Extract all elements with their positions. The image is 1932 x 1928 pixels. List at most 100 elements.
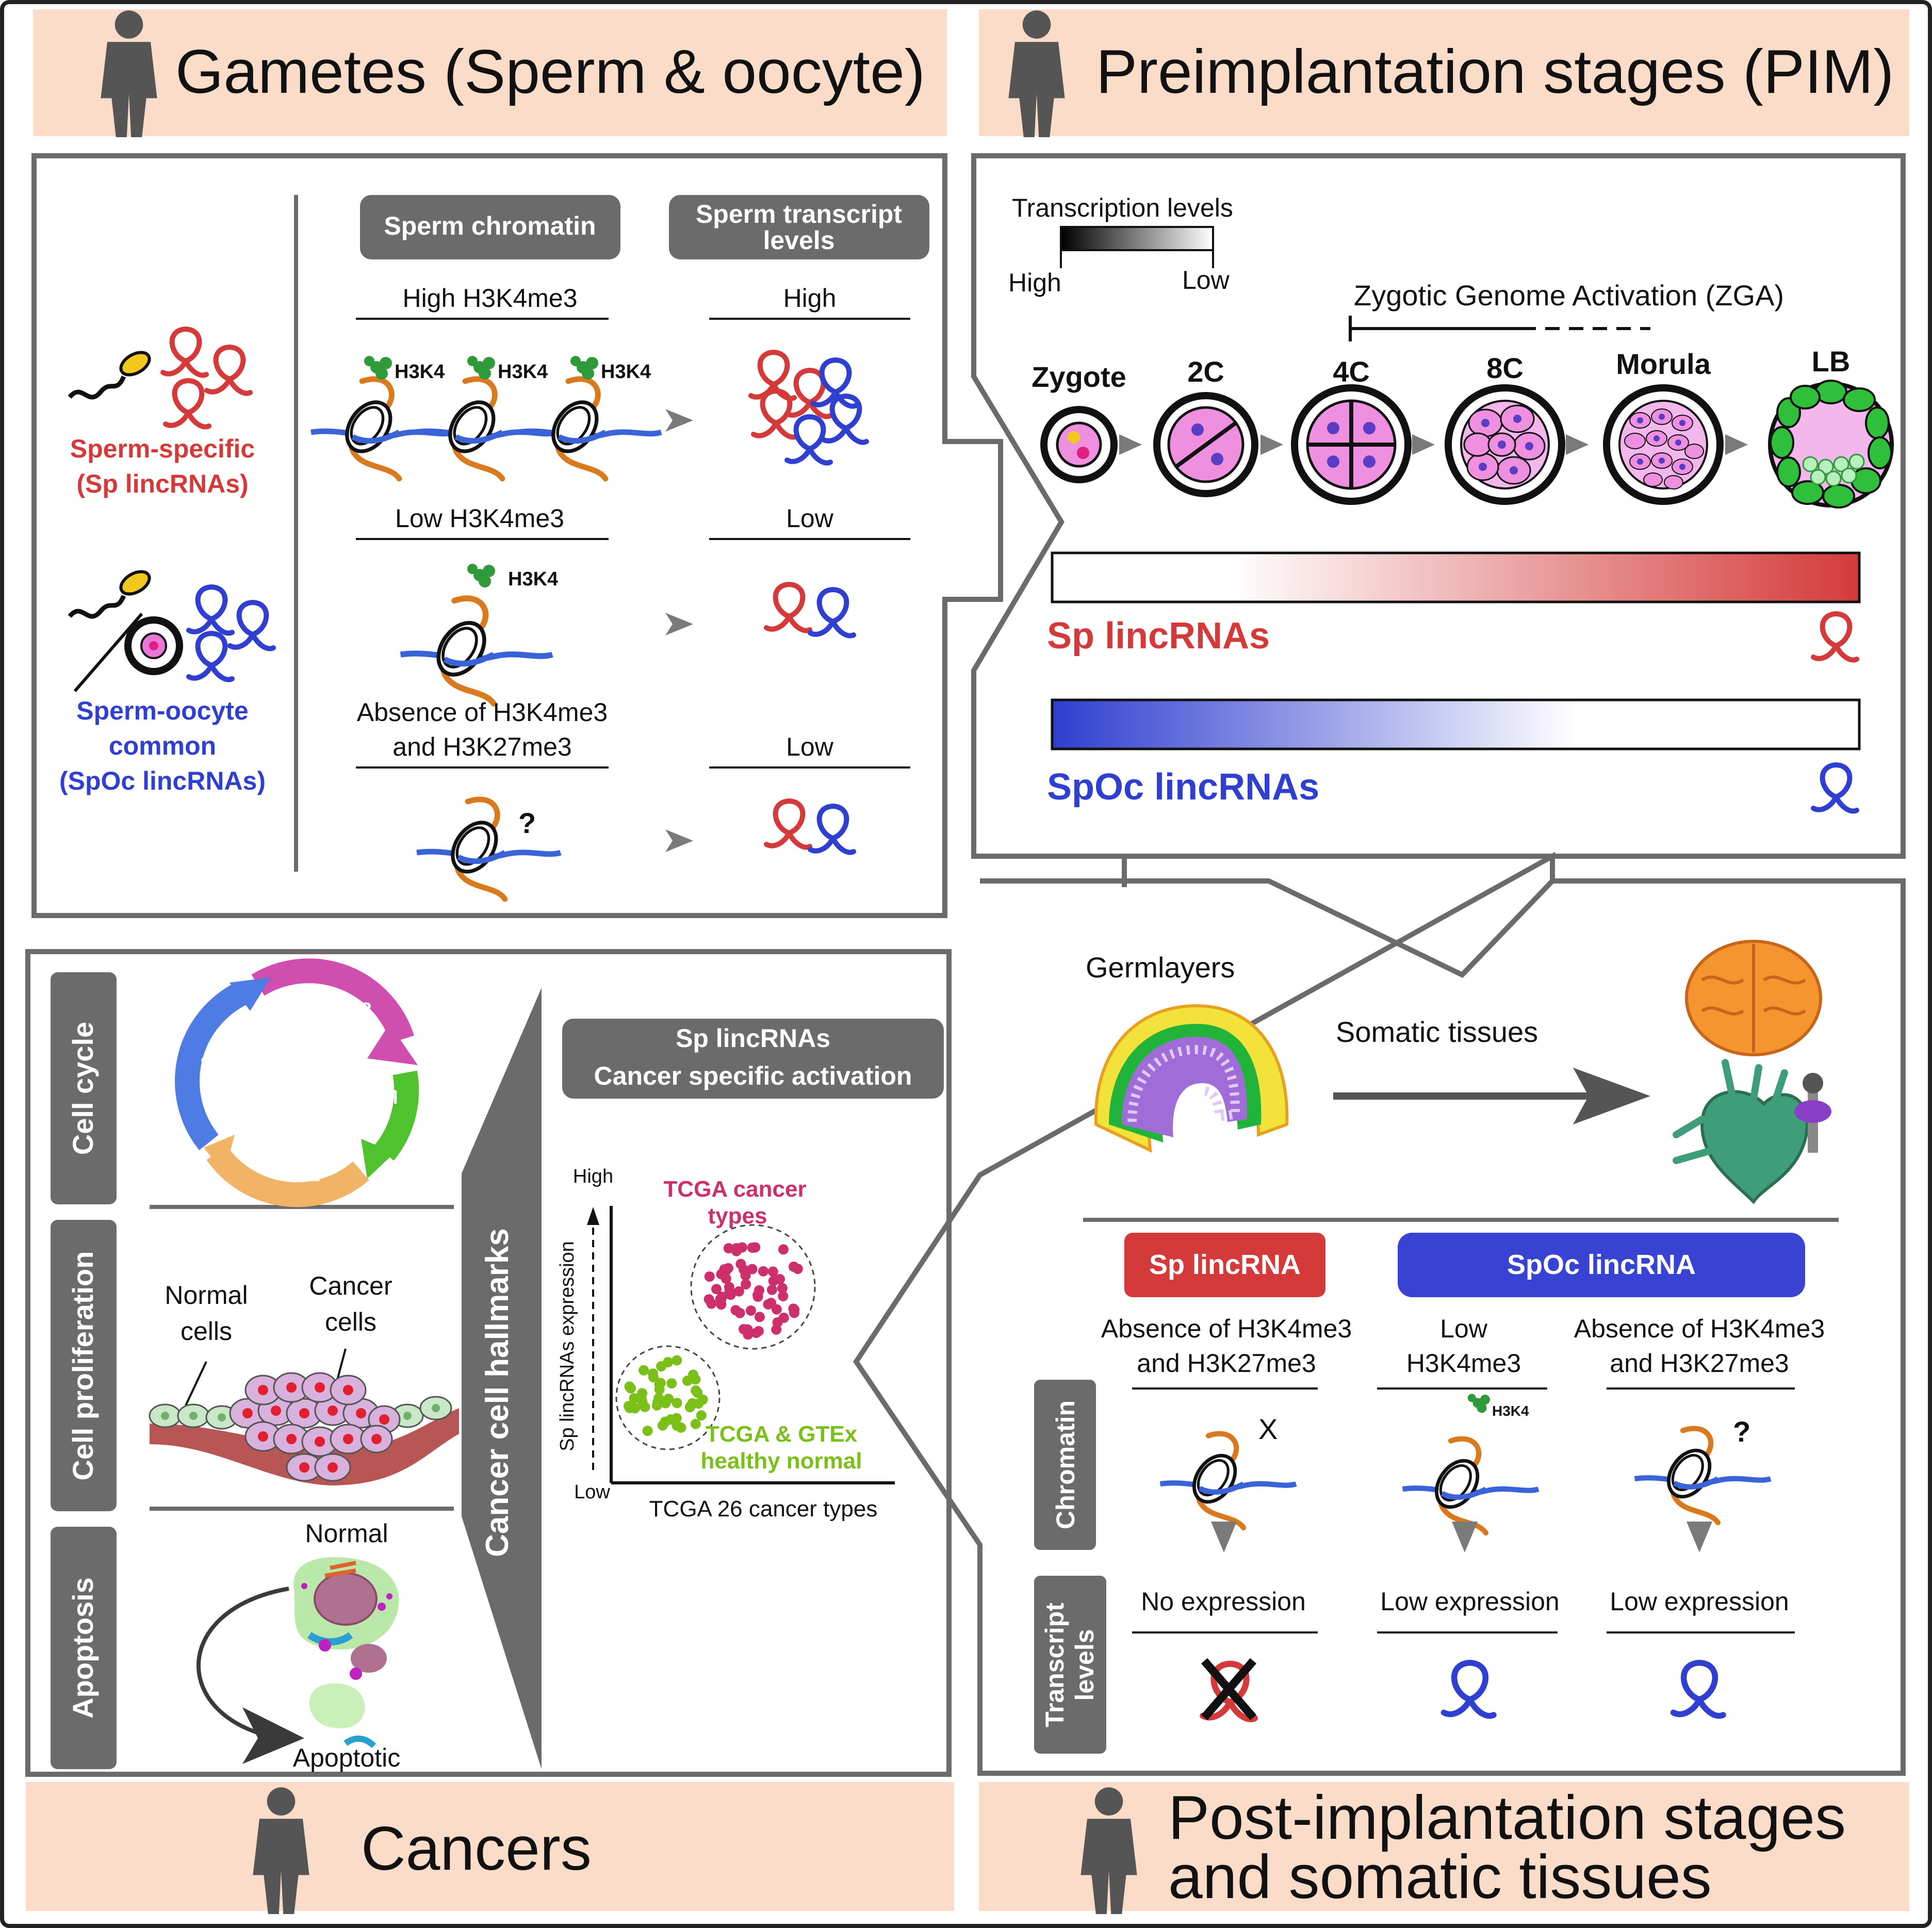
row2-arrow <box>665 613 693 635</box>
cancer-point <box>777 1283 788 1294</box>
zga-label: Zygotic Genome Activation (ZGA) <box>1354 279 1784 312</box>
x-mark: X <box>1258 1413 1278 1445</box>
panel-gametes-border <box>31 153 1003 918</box>
row3-chromatin-label-2: and H3K27me3 <box>392 732 571 761</box>
apoptosis-side-box <box>51 1527 117 1769</box>
row1-level-label: High <box>783 284 837 313</box>
cancer-point <box>724 1286 735 1297</box>
normal-point <box>652 1396 663 1407</box>
low-expression-icon <box>1673 1663 1723 1716</box>
cancer-point <box>747 1243 758 1253</box>
normal-point <box>642 1426 653 1436</box>
normal-point <box>636 1392 646 1403</box>
sp-lincrna-cluster-icon <box>163 329 250 427</box>
no-expression-icon <box>1203 1658 1255 1719</box>
row3-chromatin-label-1: Absence of H3K4me3 <box>357 698 608 727</box>
sperm-chromatin-box <box>360 195 620 259</box>
apop-normal-label: Normal <box>305 1519 388 1548</box>
cancer-point <box>743 1329 754 1340</box>
h3k4-label: H3K4 <box>508 568 558 590</box>
stage-label: 2C <box>1187 355 1224 388</box>
spoc-lincrna-pill <box>1398 1233 1805 1297</box>
normal-point <box>655 1378 666 1388</box>
transcript-side-label-box <box>1034 1576 1106 1754</box>
normal-point <box>660 1398 671 1409</box>
sp-lincrnas-title: Sp lincRNAs <box>1047 615 1270 657</box>
transcript-side-label-1: Transcript <box>1040 1603 1069 1727</box>
cell-cycle-side-label: Cell cycle <box>67 1022 99 1155</box>
embryo-stages <box>1040 380 1894 509</box>
stage-label: LB <box>1812 345 1851 378</box>
sp-lincrnas-label: (Sp lincRNAs) <box>76 469 248 498</box>
gametes-panel: Sperm-specific (Sp lincRNAs) Sperm-oocyt… <box>59 195 929 899</box>
normal-cells-label-2: cells <box>181 1317 232 1346</box>
plot-x-label: TCGA 26 cancer types <box>649 1496 878 1522</box>
trachea-icon <box>1794 1073 1831 1153</box>
cancer-point <box>763 1299 774 1310</box>
panel-pim-border <box>971 153 1906 859</box>
row3-nucleosome: ? <box>417 799 561 899</box>
h3k4-label: H3K4 <box>1492 1403 1529 1419</box>
header-post-line1: Post-implantation stages <box>1168 1783 1846 1852</box>
stage-label: Morula <box>1616 348 1711 380</box>
plot-y-label: Sp lincRNAs expression <box>556 1241 578 1451</box>
germlayers-label: Germlayers <box>1086 951 1235 984</box>
cancer-points <box>703 1242 803 1340</box>
spoc-lincrna-cluster-icon <box>189 587 273 680</box>
sperm-icon <box>68 351 151 400</box>
col2-line2: H3K4me3 <box>1406 1349 1521 1378</box>
stage-label: Zygote <box>1032 361 1126 393</box>
normal-point <box>624 1401 634 1411</box>
normal-point <box>688 1369 698 1380</box>
normal-point <box>663 1357 674 1367</box>
spoc-lincrna-pill-label: SpOc lincRNA <box>1507 1249 1696 1280</box>
col3-expression: Low expression <box>1610 1587 1789 1616</box>
chromatin-side-label-box <box>1034 1380 1096 1550</box>
header-cancers: Cancers <box>26 1782 954 1915</box>
cluster-cancer-label-2: types <box>708 1203 767 1229</box>
normal-point <box>672 1398 682 1409</box>
spoc-lincrnas-label: (SpOc lincRNAs) <box>59 766 266 795</box>
normal-point <box>696 1410 707 1421</box>
spoc-lincrnas-gradient-bar <box>1051 698 1861 750</box>
sp-activation-box <box>562 1019 944 1099</box>
col3-line1: Absence of H3K4me3 <box>1574 1314 1825 1343</box>
cancer-point <box>789 1261 799 1272</box>
sp-activation-line1: Sp lincRNAs <box>676 1024 830 1053</box>
sp-lincrnas-gradient-bar <box>1051 551 1861 603</box>
stage-label: 4C <box>1333 355 1370 388</box>
cancer-point <box>767 1266 778 1277</box>
row3-arrow <box>665 829 693 852</box>
row3-transcripts <box>766 801 854 853</box>
cancer-point <box>778 1291 789 1301</box>
sp-lincrna-pill <box>1124 1233 1325 1297</box>
normal-cell-icon <box>293 1557 399 1650</box>
cancer-point <box>778 1244 789 1255</box>
normal-point <box>671 1413 682 1424</box>
col1-expression: No expression <box>1141 1587 1306 1616</box>
brain-icon <box>1685 940 1822 1056</box>
sp-lincrna-icon <box>1813 614 1857 660</box>
chromatin-side-label: Chromatin <box>1051 1400 1080 1529</box>
low-expression-icon <box>1444 1663 1494 1716</box>
sperm-transcript-title-1: Sperm transcript <box>696 200 902 228</box>
spoc-lincrnas-title: SpOc lincRNAs <box>1047 766 1319 808</box>
cancer-point <box>747 1264 758 1275</box>
cancer-point <box>719 1264 730 1275</box>
cluster-normal-label-1: TCGA & GTEx <box>706 1422 858 1447</box>
down-arrow <box>1687 1522 1712 1553</box>
plot-high-label: High <box>573 1166 613 1187</box>
cancer-point <box>736 1242 747 1253</box>
down-arrow <box>1211 1522 1237 1553</box>
apoptosis-side-label: Apoptosis <box>67 1577 99 1719</box>
cancer-point <box>771 1304 782 1315</box>
post-col3-chromatin: ? <box>1635 1415 1771 1523</box>
col3-line2: and H3K27me3 <box>1610 1349 1789 1378</box>
germlayers-icon <box>1094 1004 1289 1153</box>
cancer-point <box>734 1308 745 1318</box>
cancer-point <box>775 1274 785 1284</box>
sperm-oocyte-label: Sperm-oocyte <box>76 696 248 725</box>
legend-low: Low <box>1182 266 1230 295</box>
